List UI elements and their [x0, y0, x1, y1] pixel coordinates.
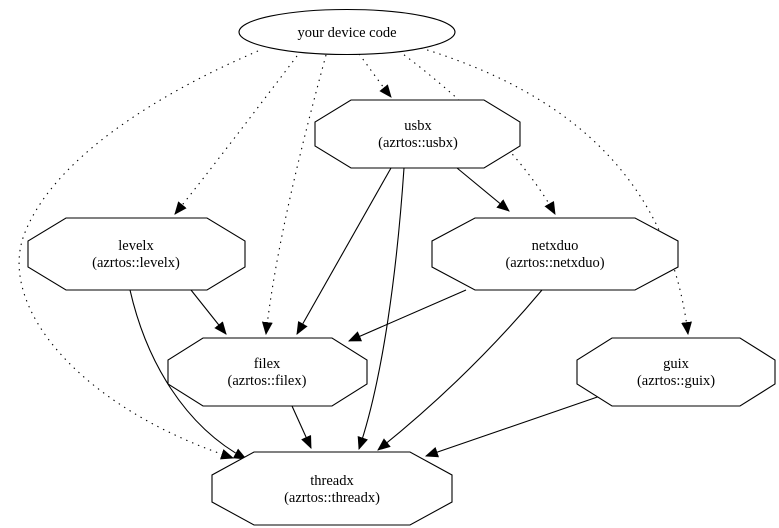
usbx-label: usbx — [404, 118, 432, 134]
node-guix: guix (azrtos::guix) — [576, 337, 776, 407]
filex-shape — [167, 337, 368, 407]
usbx-shape — [314, 99, 521, 169]
netxduo-shape — [431, 217, 679, 291]
edge-netxduo-filex — [348, 289, 467, 342]
netxduo-label: netxduo — [532, 238, 579, 254]
edge-usbx-netxduo — [456, 167, 510, 212]
node-levelx: levelx (azrtos::levelx) — [27, 217, 246, 291]
edge-filex-threadx — [291, 405, 312, 449]
your-device-code-label: your device code — [297, 25, 396, 41]
edge-levelx-filex — [190, 289, 227, 335]
edge-netxduo-threadx — [377, 289, 543, 451]
threadx-shape — [211, 451, 453, 526]
your-device-code-shape — [238, 8, 456, 56]
levelx-sublabel: (azrtos::levelx) — [92, 255, 180, 271]
node-filex: filex (azrtos::filex) — [167, 337, 368, 407]
filex-sublabel: (azrtos::filex) — [228, 373, 307, 389]
levelx-shape — [27, 217, 246, 291]
levelx-label: levelx — [118, 238, 154, 254]
edge-levelx-threadx — [129, 289, 247, 460]
node-usbx: usbx (azrtos::usbx) — [314, 99, 521, 169]
node-threadx: threadx (azrtos::threadx) — [211, 451, 453, 526]
node-netxduo: netxduo (azrtos::netxduo) — [431, 217, 679, 291]
edge-your-device-code-filex — [261, 54, 327, 336]
edge-your-device-code-usbx — [358, 53, 392, 98]
threadx-label: threadx — [310, 473, 354, 489]
edge-your-device-code-levelx — [174, 55, 298, 215]
edge-your-device-code-guix — [420, 47, 692, 336]
usbx-sublabel: (azrtos::usbx) — [378, 135, 458, 151]
guix-shape — [576, 337, 776, 407]
edge-usbx-filex — [296, 167, 392, 335]
filex-label: filex — [254, 356, 281, 372]
guix-sublabel: (azrtos::guix) — [637, 373, 715, 389]
edge-your-device-code-threadx — [18, 50, 259, 460]
edge-guix-threadx — [424, 392, 610, 458]
node-your-device-code: your device code — [238, 8, 456, 56]
netxduo-sublabel: (azrtos::netxduo) — [505, 255, 604, 271]
edge-usbx-threadx — [357, 167, 405, 451]
threadx-sublabel: (azrtos::threadx) — [284, 490, 380, 506]
guix-label: guix — [663, 356, 690, 372]
